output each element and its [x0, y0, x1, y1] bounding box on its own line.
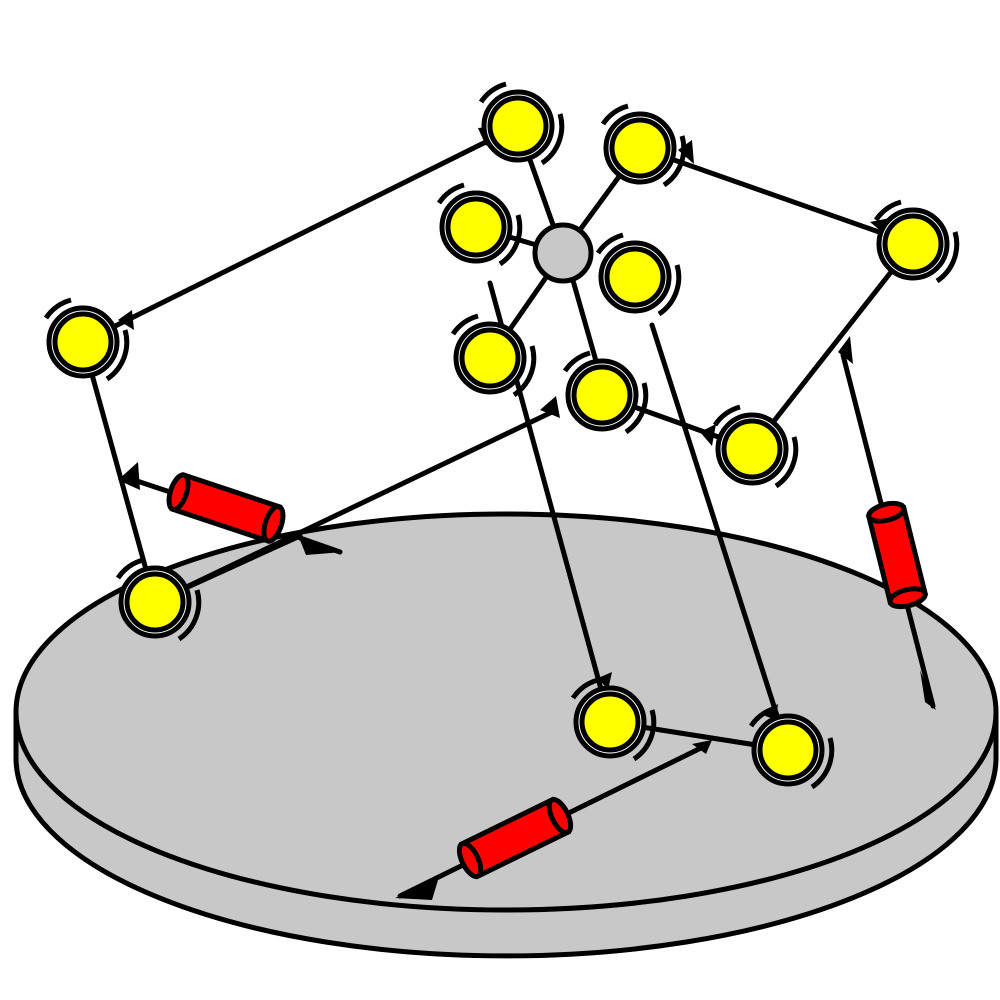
joint — [603, 106, 684, 185]
joint — [481, 84, 562, 163]
marker — [920, 670, 936, 710]
joint — [565, 353, 646, 432]
joint — [453, 316, 534, 395]
actuator — [456, 796, 574, 880]
joint — [715, 407, 796, 486]
link — [80, 339, 158, 605]
joint — [439, 185, 520, 264]
link — [649, 322, 791, 753]
joint — [876, 202, 957, 281]
marker — [300, 540, 343, 555]
actuator — [865, 500, 929, 610]
joint — [598, 235, 679, 314]
link — [80, 123, 521, 345]
marker — [598, 672, 612, 690]
actuator — [166, 471, 286, 545]
marker — [692, 740, 712, 754]
link — [567, 267, 601, 371]
marker — [118, 462, 140, 490]
link — [749, 241, 916, 452]
marker — [118, 310, 134, 330]
marker — [838, 336, 853, 364]
marker — [700, 424, 716, 446]
link — [637, 145, 916, 247]
marker — [395, 880, 438, 900]
marker — [540, 396, 560, 418]
joint — [46, 300, 127, 379]
central-hub — [532, 222, 594, 284]
